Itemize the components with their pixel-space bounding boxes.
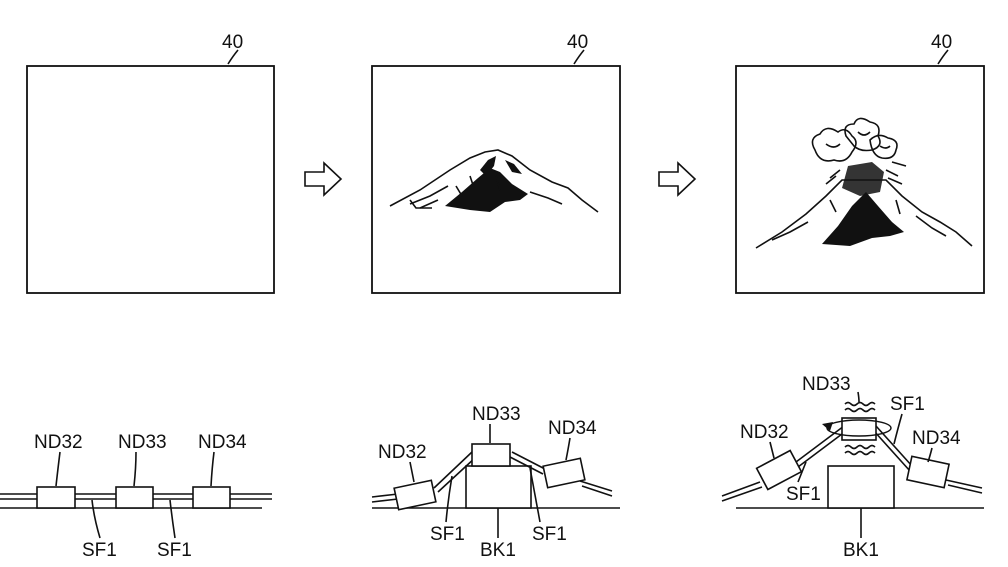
spring-label: SF1 [430, 524, 465, 545]
node-diagram-stage-3: ND32 ND33 SF1 ND34 SF1 BK1 [721, 374, 984, 561]
node-box [905, 455, 951, 489]
node-box [471, 443, 511, 467]
panel-ref-label: 40 [567, 32, 588, 53]
block-label: BK1 [480, 540, 516, 561]
spring-label: SF1 [890, 394, 925, 415]
erupting-volcano-icon [755, 117, 973, 249]
node-diagram-stage-2: ND32 ND33 ND34 SF1 BK1 SF1 [371, 404, 620, 561]
node-label: ND32 [378, 442, 427, 463]
node-label: ND34 [548, 418, 597, 439]
node-box [542, 457, 586, 489]
block-label: BK1 [843, 540, 879, 561]
node-label: ND33 [118, 432, 167, 453]
block-box [465, 465, 532, 509]
node-diagram-stage-1: ND32 ND33 ND34 SF1 SF1 [0, 432, 272, 561]
rotation-arrow-icon [822, 419, 892, 437]
node-label: ND34 [912, 428, 961, 449]
screen-panel-mountain: 40 [371, 32, 621, 294]
node-box [115, 486, 154, 509]
node-label: ND33 [802, 374, 851, 395]
node-box [192, 486, 231, 509]
mountain-icon [389, 149, 599, 213]
node-box [755, 449, 803, 491]
block-box [827, 465, 895, 509]
node-box [841, 417, 877, 441]
node-label: ND33 [472, 404, 521, 425]
spring-label: SF1 [532, 524, 567, 545]
spring-label: SF1 [786, 484, 821, 505]
node-label: ND34 [198, 432, 247, 453]
hollow-right-arrow-icon [658, 161, 697, 197]
screen-panel-volcano: 40 [735, 32, 985, 294]
screen-panel-blank: 40 [26, 32, 275, 294]
node-label: ND32 [740, 422, 789, 443]
spring-label: SF1 [82, 540, 117, 561]
node-box [36, 486, 76, 509]
spring-label: SF1 [157, 540, 192, 561]
node-box [393, 479, 437, 511]
vibration-icon [844, 401, 876, 456]
panel-ref-label: 40 [931, 32, 952, 53]
hollow-right-arrow-icon [304, 161, 343, 197]
node-label: ND32 [34, 432, 83, 453]
panel-ref-label: 40 [222, 32, 243, 53]
